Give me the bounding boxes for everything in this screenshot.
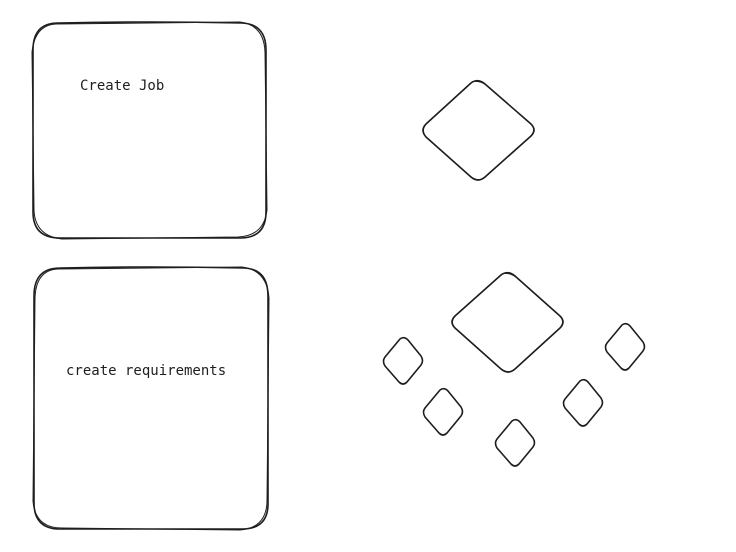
- box-label-create-requirements: create requirements: [66, 363, 227, 379]
- diamond-large-2[interactable]: [451, 271, 564, 373]
- diamond-small-4[interactable]: [562, 378, 604, 427]
- diamond-small-2[interactable]: [422, 387, 464, 436]
- diamond-large-1[interactable]: [422, 79, 535, 181]
- diamond-small-3[interactable]: [494, 418, 536, 467]
- box-create-requirements[interactable]: [32, 266, 270, 531]
- box-label-create-job: Create Job: [80, 78, 165, 94]
- diamond-small-1[interactable]: [382, 336, 424, 385]
- box-create-job[interactable]: [31, 21, 268, 240]
- diamond-small-5[interactable]: [604, 322, 646, 371]
